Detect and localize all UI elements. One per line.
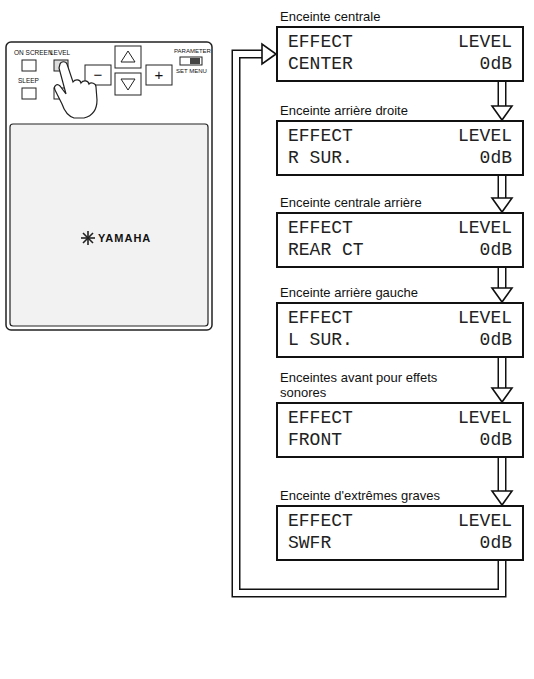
lcd-text: EFFECT xyxy=(288,218,353,240)
flow-arrow xyxy=(492,268,512,302)
arrow-head xyxy=(262,44,276,64)
up-arrow-icon xyxy=(121,51,135,62)
arrow-head xyxy=(492,388,512,402)
lcd-text: LEVEL xyxy=(458,32,512,54)
sleep-button xyxy=(22,88,36,99)
minus-button xyxy=(85,65,111,85)
flow-arrow xyxy=(492,82,512,120)
lcd-value: 0dB xyxy=(480,54,512,76)
lcd-text: EFFECT xyxy=(288,511,353,533)
arrow-shaft-outline xyxy=(498,358,507,389)
lcd-row: EFFECT LEVEL xyxy=(288,218,512,240)
onscreen-button xyxy=(22,60,36,71)
lcd-text: LEVEL xyxy=(458,218,512,240)
lcd-text: LEVEL xyxy=(458,126,512,148)
arrow-head xyxy=(492,198,512,212)
button-label: SLEEP xyxy=(18,78,39,85)
lcd-display-box: Enceintes avant pour effets sonoresEFFEC… xyxy=(276,402,524,458)
lcd-channel: L SUR. xyxy=(288,330,353,352)
lcd-display-box: Enceinte arrière droiteEFFECTLEVELR SUR.… xyxy=(276,120,524,176)
speaker-caption: Enceintes avant pour effets sonores xyxy=(280,370,470,401)
arrow-shaft-fill xyxy=(499,82,505,107)
lcd-row: EFFECT LEVEL xyxy=(288,511,512,533)
lcd-display-box: Enceinte d'extrêmes gravesEFFECTLEVELSWF… xyxy=(276,505,524,561)
lcd-value: 0dB xyxy=(480,330,512,352)
lcd-row: CENTER 0dB xyxy=(288,54,512,76)
lcd-display-box: Enceinte arrière gaucheEFFECTLEVELL SUR.… xyxy=(276,302,524,358)
lcd-display-box: Enceinte centraleEFFECTLEVELCENTER0dB xyxy=(276,26,524,82)
lcd-row: EFFECT LEVEL xyxy=(288,32,512,54)
lcd-channel: R SUR. xyxy=(288,148,353,170)
lcd-value: 0dB xyxy=(480,240,512,262)
flow-arrow xyxy=(492,358,512,402)
arrow-shaft-fill xyxy=(499,358,505,389)
down-arrow-icon xyxy=(121,79,135,90)
lcd-value: 0dB xyxy=(480,148,512,170)
arrow-shaft-outline xyxy=(498,82,507,107)
yamaha-logo xyxy=(81,231,95,245)
button-label: + xyxy=(146,67,172,82)
arrow-head xyxy=(492,491,512,505)
lcd-display-box: Enceinte centrale arrièreEFFECTLEVELREAR… xyxy=(276,212,524,268)
lcd-row: R SUR. 0dB xyxy=(288,148,512,170)
lcd-channel: REAR CT xyxy=(288,240,364,262)
arrow-shaft-fill xyxy=(499,458,505,492)
plus-button xyxy=(146,65,172,85)
lcd-text: LEVEL xyxy=(458,308,512,330)
lcd-row: FRONT 0dB xyxy=(288,430,512,452)
up-button xyxy=(115,46,141,68)
button-label: SET MENU xyxy=(176,68,207,74)
lcd-row: EFFECT LEVEL xyxy=(288,308,512,330)
flow-arrow xyxy=(492,458,512,505)
switch-knob xyxy=(190,58,200,64)
arrow-shaft-fill xyxy=(499,176,505,199)
lcd-channel: CENTER xyxy=(288,54,353,76)
arrow-shaft-fill xyxy=(499,268,505,289)
lcd-text: EFFECT xyxy=(288,408,353,430)
parameter-switch xyxy=(180,57,202,65)
button-label: ON SCREEN xyxy=(14,50,53,57)
lcd-row: EFFECT LEVEL xyxy=(288,126,512,148)
brand-name: YAMAHA xyxy=(98,233,151,244)
lcd-value: 0dB xyxy=(480,533,512,555)
lcd-value: 0dB xyxy=(480,430,512,452)
arrow-head xyxy=(492,106,512,120)
lcd-row: L SUR. 0dB xyxy=(288,330,512,352)
arrow-shaft-outline xyxy=(498,176,507,199)
remote-body xyxy=(6,42,212,330)
speaker-caption: Enceinte arrière droite xyxy=(280,103,408,119)
pointing-hand xyxy=(54,62,97,118)
arrow-shaft-outline xyxy=(498,458,507,492)
button-label: LEVEL xyxy=(50,50,70,57)
flow-arrow xyxy=(492,176,512,212)
lcd-text: EFFECT xyxy=(288,308,353,330)
down-button xyxy=(115,73,141,95)
lcd-row: REAR CT 0dB xyxy=(288,240,512,262)
lcd-text: LEVEL xyxy=(458,408,512,430)
lcd-row: EFFECT LEVEL xyxy=(288,408,512,430)
speaker-caption: Enceinte d'extrêmes graves xyxy=(280,488,440,504)
lcd-text: EFFECT xyxy=(288,126,353,148)
arrow-head xyxy=(492,288,512,302)
lcd-text: EFFECT xyxy=(288,32,353,54)
lcd-text: LEVEL xyxy=(458,511,512,533)
speaker-caption: Enceinte centrale xyxy=(280,9,380,25)
button-label: PARAMETER xyxy=(174,48,211,54)
lcd-channel: SWFR xyxy=(288,533,331,555)
speaker-caption: Enceinte centrale arrière xyxy=(280,195,422,211)
arrow-shaft-outline xyxy=(498,268,507,289)
lcd-channel: FRONT xyxy=(288,430,342,452)
remote-cover xyxy=(10,124,208,326)
lcd-row: SWFR 0dB xyxy=(288,533,512,555)
speaker-caption: Enceinte arrière gauche xyxy=(280,285,418,301)
button-label: − xyxy=(85,67,111,82)
